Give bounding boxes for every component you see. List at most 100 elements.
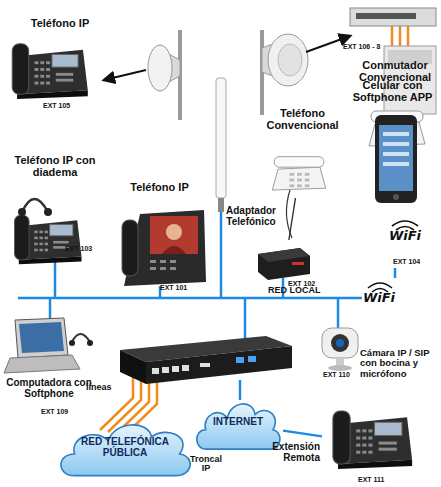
remote-ip-phone	[333, 411, 412, 469]
device-node: Cámara IP / SIP con bocina y micrófonoEX…	[315, 315, 440, 405]
ip-camera	[331, 334, 349, 352]
extension-number: EXT 104	[393, 258, 433, 266]
video-ip-phone	[166, 224, 182, 240]
phone-adapter	[258, 248, 310, 280]
smartphone	[379, 125, 413, 191]
device-label: INTERNET	[193, 417, 283, 428]
ip-pbx	[120, 350, 146, 384]
ip-pbx	[152, 368, 159, 374]
smartphone	[393, 194, 399, 200]
smartphone	[383, 132, 409, 136]
smartphone	[383, 162, 409, 166]
laptop	[4, 318, 93, 373]
device-node: Teléfono IPEXT 105	[5, 18, 105, 118]
phone-adapter	[292, 262, 304, 265]
left-dish-antenna	[104, 70, 146, 80]
ip-pbx	[182, 365, 189, 371]
ip-pbx	[152, 363, 210, 374]
device-label: Teléfono Convencional	[260, 108, 345, 132]
device-label: Celular con Softphone APP	[345, 80, 440, 104]
laptop	[4, 355, 80, 373]
local-network-wires	[220, 212, 223, 298]
wifi-signal-arcs	[392, 221, 418, 226]
omni-antenna	[216, 78, 226, 198]
network-label: RED LOCAL	[268, 286, 338, 295]
ip-camera	[336, 339, 344, 347]
local-network-wires	[394, 268, 397, 278]
network-label: Troncal IP	[186, 455, 226, 474]
device-label: Teléfono IP	[20, 18, 100, 30]
laptop	[72, 334, 90, 342]
left-dish-antenna	[104, 30, 180, 120]
video-ip-phone	[170, 260, 176, 263]
top-left-ip-phone	[12, 44, 88, 99]
ip-pbx	[200, 363, 210, 367]
video-ip-phone	[160, 267, 166, 270]
device-label: Extensión Remota	[264, 442, 320, 464]
network-cloud: RED TELEFÓNICA PÚBLICA	[55, 415, 195, 480]
wifi-logo: WiFi	[380, 229, 430, 243]
conventional-phone	[272, 157, 325, 238]
phone-adapter	[258, 248, 310, 262]
video-ip-phone	[150, 267, 156, 270]
phone-line-wires	[407, 26, 410, 48]
remote-ip-phone	[333, 411, 412, 469]
network-link	[289, 198, 296, 240]
ip-camera	[328, 365, 352, 371]
headset-ip-phone	[44, 208, 52, 216]
extension-number: EXT 111	[358, 476, 398, 484]
wifi-logo: WiFi	[354, 291, 404, 305]
omni-antenna	[218, 198, 224, 212]
local-network-wires	[239, 380, 242, 400]
laptop	[87, 340, 93, 346]
video-ip-phone	[150, 260, 176, 270]
device-label: Teléfono IP con diadema	[5, 155, 105, 179]
ip-camera	[336, 358, 344, 366]
device-label: Teléfono IP	[117, 182, 202, 194]
device-label: RED TELEFÓNICA PÚBLICA	[70, 437, 180, 459]
headset-ip-phone	[18, 208, 26, 216]
network-link	[283, 431, 322, 437]
laptop	[15, 318, 68, 358]
local-network-wires	[54, 262, 57, 298]
cloud-outline	[61, 425, 190, 476]
device-node: Teléfono IP con diademaEXT 103	[5, 155, 105, 255]
ip-camera	[322, 328, 358, 371]
smartphone	[383, 142, 409, 146]
smartphone	[383, 152, 409, 156]
wifi-signal-arcs	[368, 283, 392, 288]
conventional-phone	[272, 157, 325, 190]
device-node: Teléfono IPEXT 101	[112, 182, 207, 292]
local-network-wires	[49, 298, 52, 320]
ip-pbx	[120, 336, 292, 384]
smartphone	[375, 115, 417, 203]
left-dish-antenna	[148, 45, 172, 91]
right-dish-antenna	[262, 30, 350, 115]
ip-camera	[322, 328, 358, 358]
ip-pbx	[146, 346, 292, 384]
laptop	[69, 340, 75, 346]
device-label: Adaptador Telefónico	[220, 206, 282, 228]
ip-pbx	[236, 356, 256, 363]
smartphone	[383, 132, 409, 166]
video-ip-phone	[160, 260, 166, 263]
ip-pbx	[172, 366, 179, 372]
device-node: Teléfono Convencional	[260, 108, 345, 198]
headset-ip-phone	[14, 199, 81, 264]
local-network-wires	[337, 298, 340, 328]
device-label: Computadora con Softphone	[3, 378, 95, 400]
device-label: Cámara IP / SIP con bocina y micrófono	[360, 348, 440, 379]
extension-number: EXT 109	[41, 408, 81, 416]
device-node: Adaptador TelefónicoEXT 102	[250, 240, 320, 290]
network-label: líneas	[86, 383, 126, 392]
video-ip-phone	[122, 220, 138, 276]
local-network-wires	[244, 298, 247, 340]
video-ip-phone	[170, 267, 176, 270]
local-network-wires	[18, 297, 362, 300]
top-left-ip-phone	[12, 44, 88, 99]
right-dish-antenna	[268, 34, 308, 86]
network-cloud: INTERNET	[193, 395, 283, 453]
omni-antenna	[216, 78, 226, 212]
conventional-switch	[356, 13, 416, 19]
